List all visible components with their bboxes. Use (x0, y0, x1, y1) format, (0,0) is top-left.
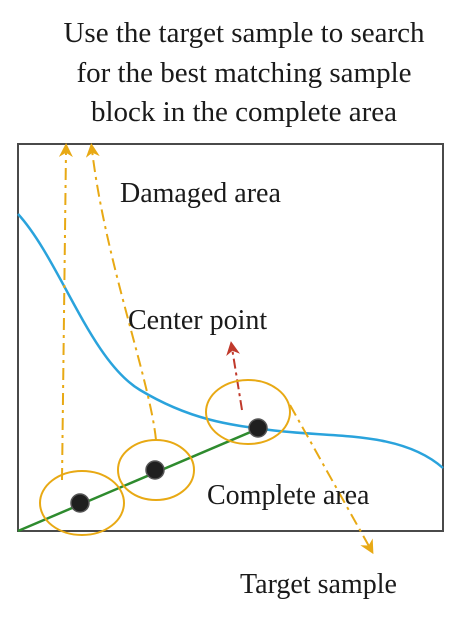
image-frame (17, 143, 444, 532)
complete-area-label: Complete area (207, 480, 370, 511)
sample-dot-1 (70, 493, 90, 513)
center-point-arrow (226, 341, 243, 411)
caption: Use the target sample to search for the … (63, 17, 425, 128)
target-sample-ring (205, 379, 291, 445)
caption-line-3: block in the complete area (91, 96, 397, 128)
damaged-area-label: Damaged area (120, 178, 281, 209)
sample-dot-2 (145, 460, 165, 480)
sample-path-line (17, 426, 261, 533)
caption-line-2: for the best matching sample (76, 57, 411, 89)
damage-boundary-curve (17, 213, 444, 469)
sample-ring-2 (117, 439, 195, 501)
search-arrow-middle (85, 143, 157, 441)
target-sample-arrow (289, 404, 374, 555)
center-point-label: Center point (128, 305, 267, 336)
target-sample-label: Target sample (240, 569, 397, 600)
target-sample-dot (248, 418, 268, 438)
search-arrow-left (58, 143, 73, 481)
sample-ring-1 (39, 470, 125, 536)
caption-line-1: Use the target sample to search (63, 17, 425, 49)
